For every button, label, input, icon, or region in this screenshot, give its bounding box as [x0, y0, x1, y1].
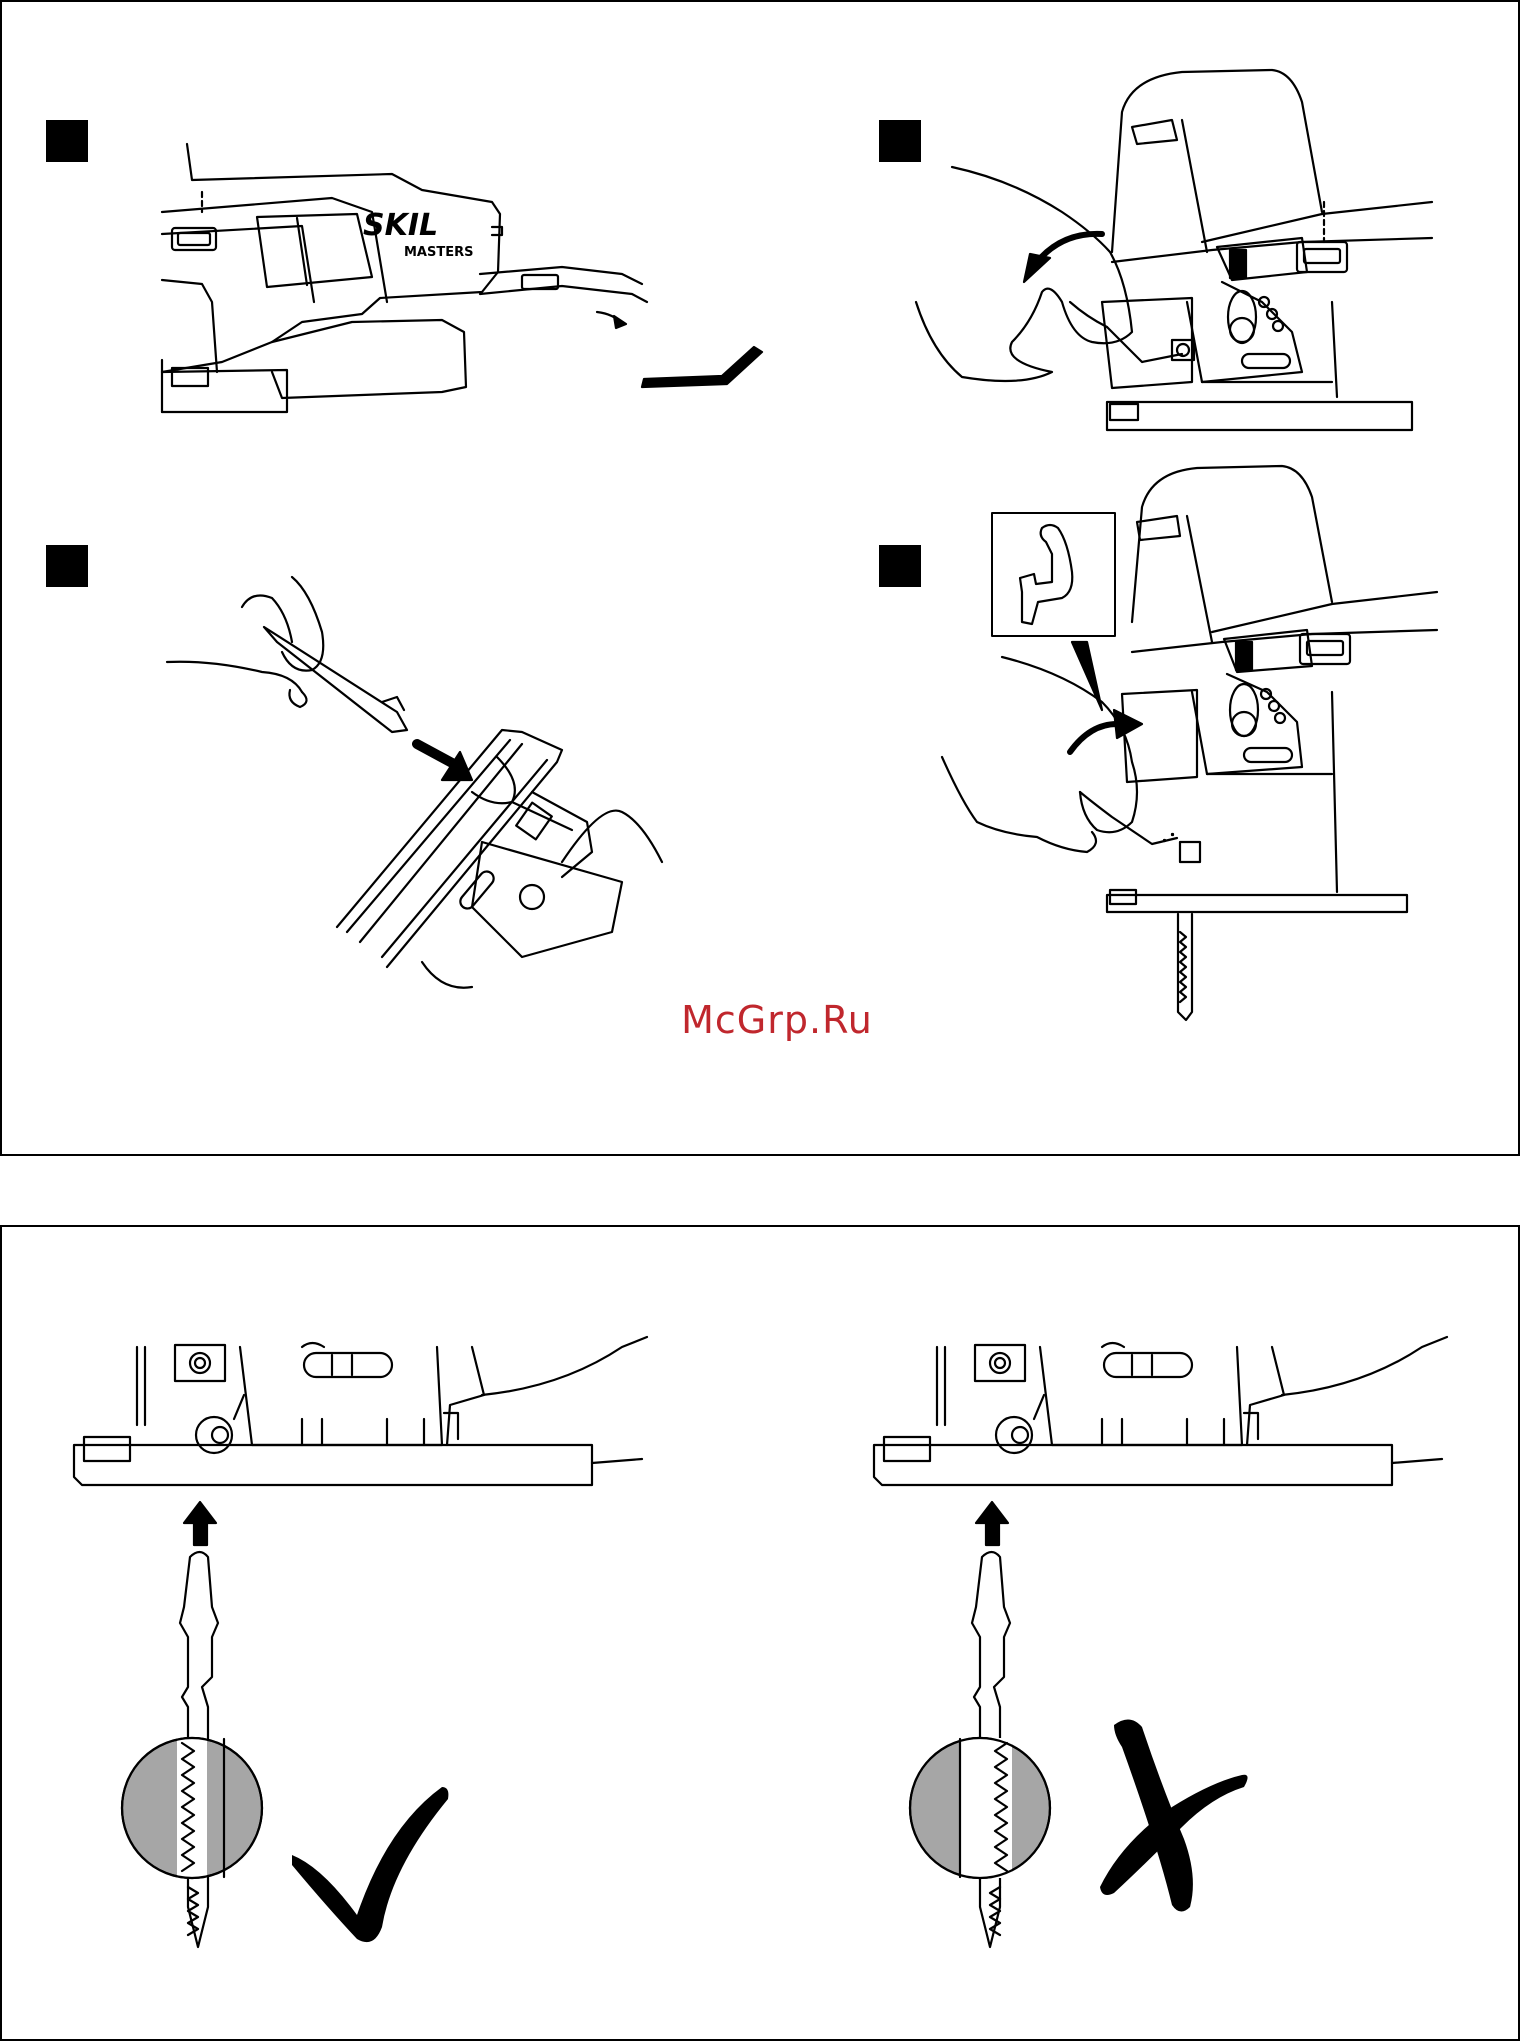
step3-illustration: [167, 577, 662, 988]
watermark: McGrp.Ru: [662, 998, 892, 1042]
step1-illustration: [162, 144, 762, 412]
check-icon: [292, 1787, 448, 1942]
step2-illustration: [916, 70, 1432, 430]
incorrect-orientation-illustration: [874, 1337, 1447, 1947]
blade-installation-panel: SKIL MASTERS McGrp.Ru: [0, 0, 1520, 1156]
strength-icon: [1020, 525, 1072, 624]
blade-orientation-panel: [0, 1225, 1520, 2041]
brand-line: MASTERS: [404, 245, 473, 260]
brand-logo: SKIL: [363, 208, 438, 243]
step4-illustration: [942, 466, 1437, 1020]
correct-orientation-illustration: [74, 1337, 647, 1947]
